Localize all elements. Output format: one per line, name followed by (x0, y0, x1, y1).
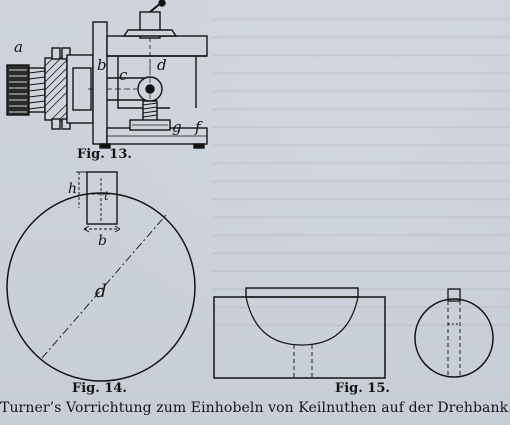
label-t: t (104, 189, 109, 203)
fig13-labels: a b c d g f (14, 38, 203, 136)
bleed-through-text (212, 6, 510, 336)
label-b-fig14: b (98, 233, 107, 249)
fig13-drawing (6, 0, 208, 149)
label-d-fig13: d (157, 56, 167, 74)
label-f: f (194, 118, 203, 136)
fig14-caption: Fig. 14. (72, 381, 127, 396)
fig13-caption: Fig. 13. (77, 147, 132, 162)
label-g: g (172, 118, 182, 136)
label-h: h (68, 181, 77, 197)
fig14-labels: h t b d (68, 181, 109, 302)
fig14-drawing (6, 171, 196, 382)
key-slot-rect (86, 171, 118, 225)
fig15-drawing (213, 287, 494, 379)
label-d-fig14: d (95, 281, 107, 302)
fig15-caption: Fig. 15. (335, 381, 390, 396)
label-b: b (97, 56, 107, 74)
main-caption: Turner’s Vorrichtung zum Einhobeln von K… (0, 400, 510, 416)
label-c: c (119, 66, 128, 84)
label-a: a (14, 38, 23, 56)
